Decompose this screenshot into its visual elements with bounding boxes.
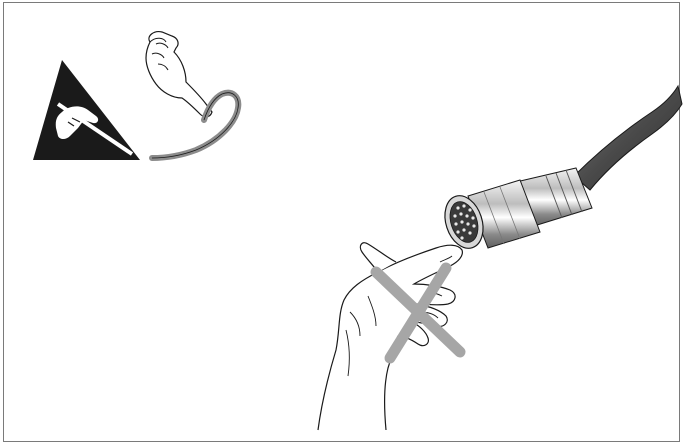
connector-cable [574, 86, 682, 190]
circular-connector [439, 168, 592, 253]
wrist-strap-icon [146, 32, 238, 158]
esd-warning-icon [33, 60, 140, 160]
